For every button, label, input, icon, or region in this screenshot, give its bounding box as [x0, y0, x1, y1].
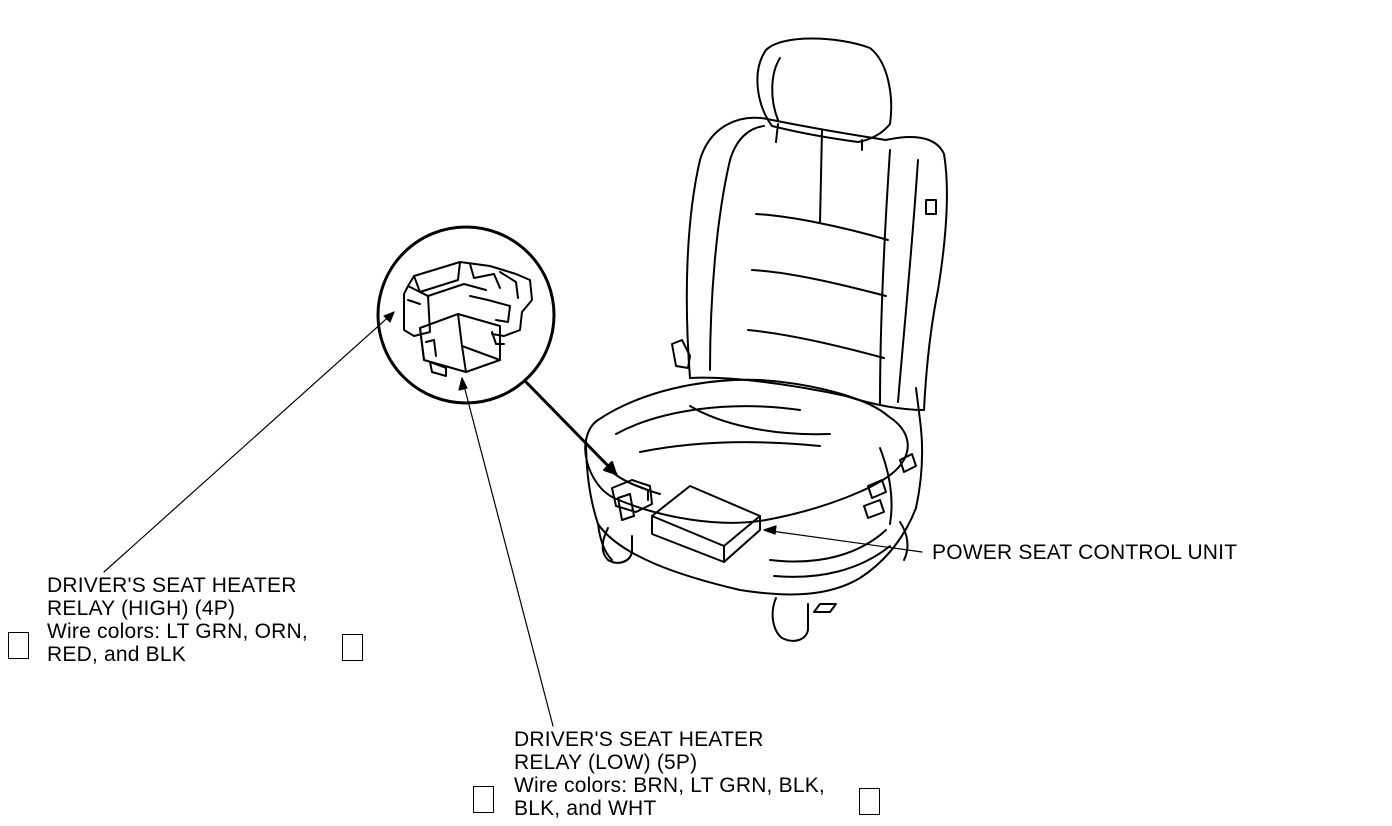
placeholder-box-high-right [342, 634, 363, 661]
relay-high-label: DRIVER'S SEAT HEATER RELAY (HIGH) (4P) W… [47, 574, 308, 666]
leader-line-relay-high [103, 311, 395, 573]
placeholder-box-low-left [473, 786, 494, 813]
relay-high-wire-colors-line2: RED, and BLK [47, 643, 186, 666]
relay-low-title-line1: DRIVER'S SEAT HEATER [514, 728, 764, 751]
headrest [756, 37, 893, 151]
relay-high-title-line2: RELAY (HIGH) (4P) [47, 597, 236, 620]
power-seat-control-unit-label: POWER SEAT CONTROL UNIT [932, 541, 1238, 564]
relay-low-title-line2: RELAY (LOW) (5P) [514, 751, 698, 774]
seat-cushion [584, 378, 924, 642]
relay-low-wire-colors-line2: BLK, and WHT [514, 797, 657, 820]
power-seat-control-unit-box [651, 485, 761, 563]
relay-high-title-line1: DRIVER'S SEAT HEATER [47, 574, 297, 597]
placeholder-box-low-right [859, 788, 880, 815]
relay-high-wire-colors-line1: Wire colors: LT GRN, ORN, [47, 620, 308, 643]
leader-line-relay-low [458, 377, 554, 727]
placeholder-box-high-left [8, 632, 29, 659]
seat-back [671, 116, 948, 411]
relay-low-wire-colors-line1: Wire colors: BRN, LT GRN, BLK, [514, 774, 825, 797]
magnified-relay-detail [376, 225, 556, 405]
relay-low-label: DRIVER'S SEAT HEATER RELAY (LOW) (5P) Wi… [514, 728, 825, 820]
detail-pointer-arrow [524, 380, 618, 476]
relay-connector-small [611, 479, 653, 521]
leader-line-control-unit [763, 525, 923, 553]
